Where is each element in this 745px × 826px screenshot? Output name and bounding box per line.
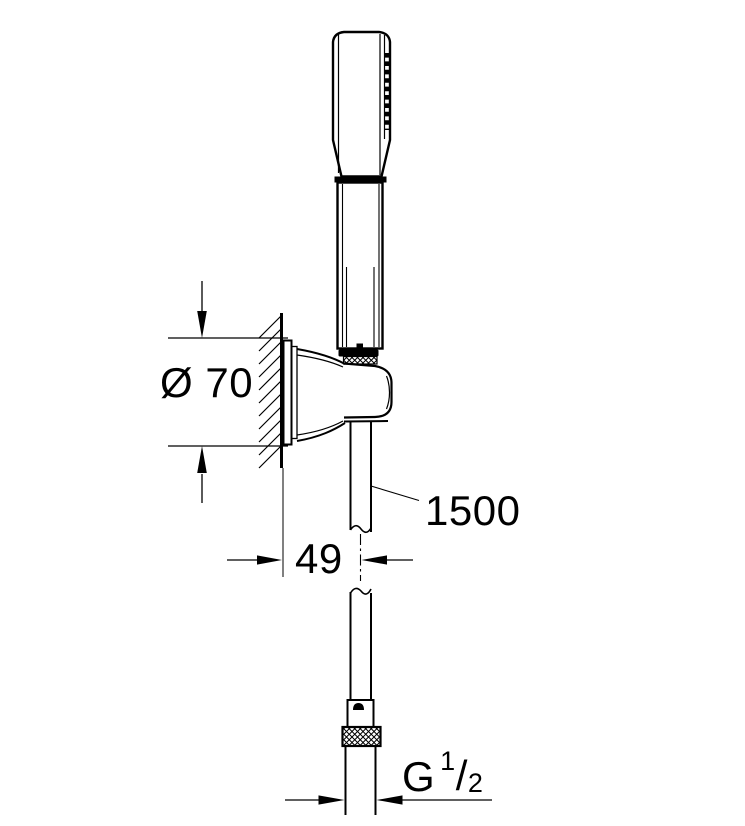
- handle-cap-band: [338, 349, 379, 357]
- lower-hose: [341, 587, 382, 815]
- hose-knurled-nut: [341, 725, 382, 748]
- arrow-left: [361, 555, 387, 565]
- shower-head: [331, 30, 392, 183]
- hose-length-label: 1500: [425, 487, 521, 534]
- dim-diameter-lines: [168, 281, 288, 503]
- head-joint-band: [334, 176, 387, 183]
- dim-thread-lines: [285, 795, 492, 805]
- thread-numerator: 1: [440, 746, 456, 776]
- thread-size-label: G 1 / 2: [402, 748, 484, 800]
- upper-hose: [349, 421, 372, 534]
- holder-flange: [282, 339, 293, 446]
- hose-break-line: [349, 587, 372, 595]
- handle-end-nub: [356, 343, 363, 350]
- arrow-right: [318, 795, 345, 805]
- arrow-up: [197, 446, 207, 473]
- dim-offset-lines: [227, 468, 413, 581]
- ferrule-window: [353, 703, 364, 710]
- dim-hose-length-leader: [370, 485, 420, 502]
- offset-dimension-label: 49: [295, 535, 343, 582]
- arrow-down: [197, 311, 207, 338]
- hose-break-line: [349, 524, 372, 534]
- wall-hatching: [258, 313, 283, 469]
- wall-holder: [282, 339, 393, 446]
- thread-denominator: 2: [467, 768, 484, 798]
- holder-body: [343, 362, 393, 419]
- shower-handle: [336, 181, 384, 365]
- arrow-left: [376, 795, 403, 805]
- arrow-right: [257, 555, 282, 565]
- diameter-dimension-label: Ø 70: [160, 359, 254, 406]
- thread-slash: /: [455, 752, 468, 799]
- thread-prefix: G: [402, 753, 436, 800]
